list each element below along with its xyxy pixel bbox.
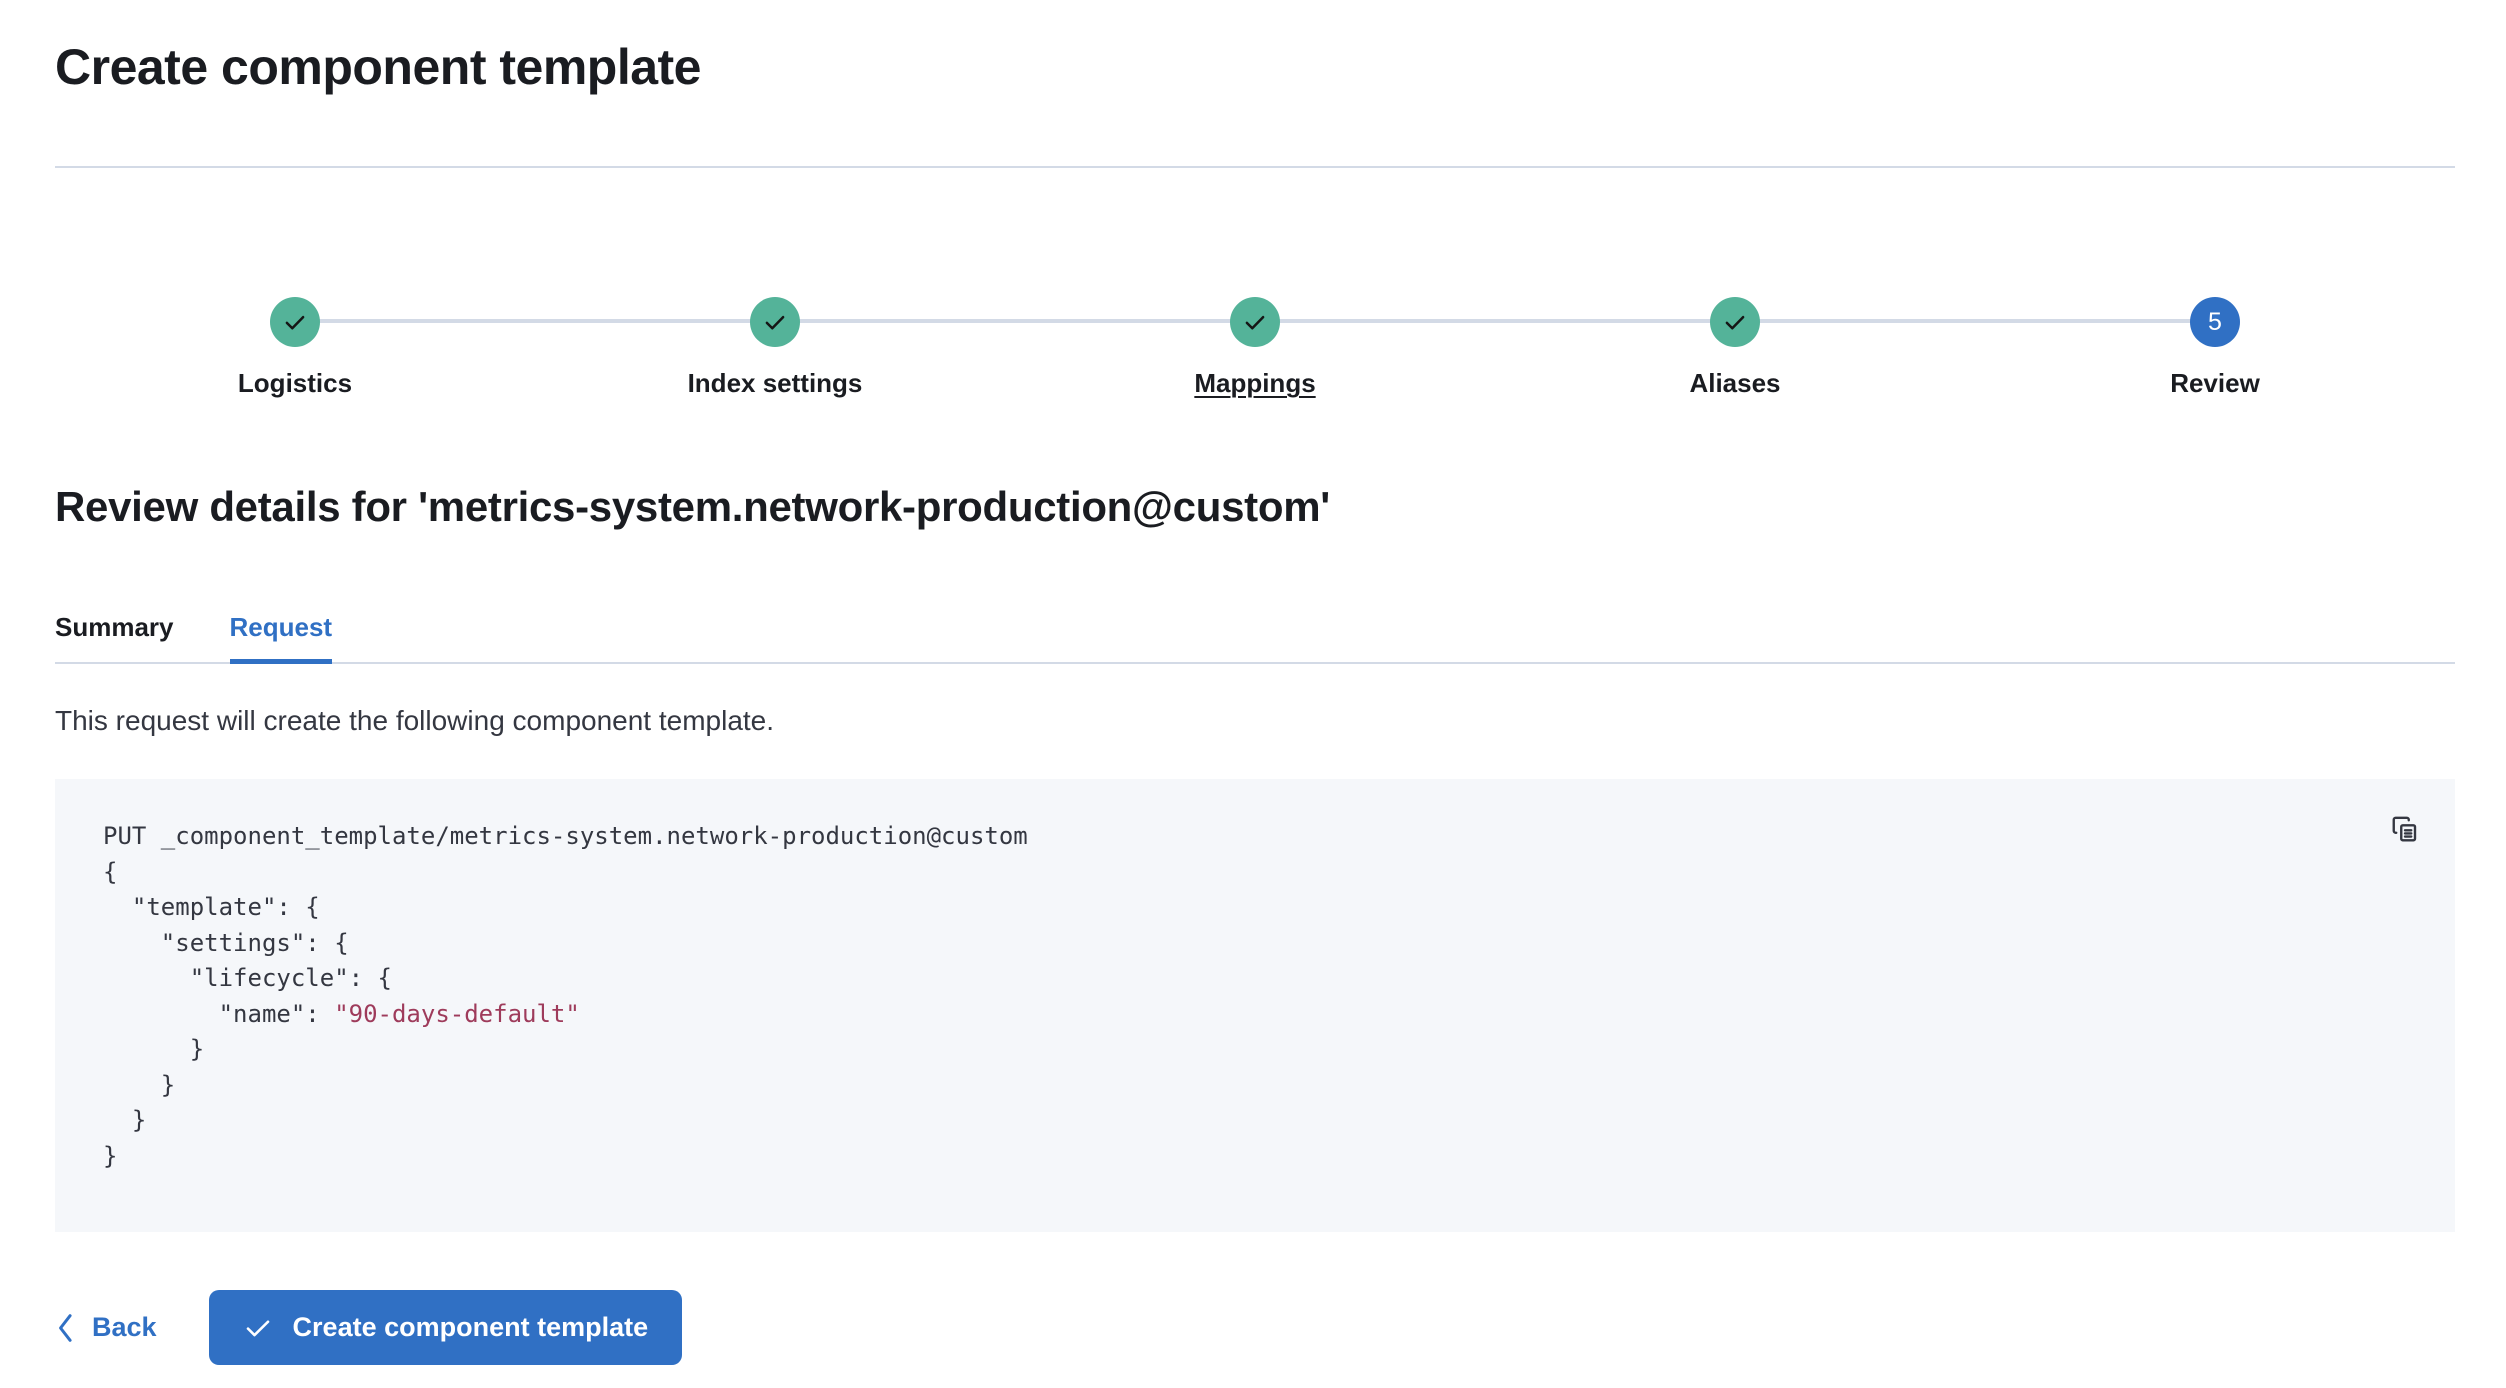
check-icon-glyph bbox=[246, 1319, 269, 1336]
stepper-circle-complete bbox=[1710, 297, 1760, 347]
stepper-circle-complete bbox=[1230, 297, 1280, 347]
check-icon bbox=[765, 315, 785, 330]
stepper-circle-complete bbox=[750, 297, 800, 347]
back-button-label: Back bbox=[92, 1312, 157, 1342]
stepper-label-index-settings[interactable]: Index settings bbox=[687, 368, 863, 398]
check-icon bbox=[1725, 315, 1745, 330]
stepper-connector bbox=[295, 319, 775, 323]
review-tabs: Summary Request bbox=[55, 592, 2455, 664]
create-component-template-button-label: Create component template bbox=[292, 1312, 649, 1342]
request-description: This request will create the following c… bbox=[55, 705, 775, 736]
tab-summary[interactable]: Summary bbox=[55, 592, 174, 662]
copy-icon-glyph bbox=[2392, 816, 2417, 842]
stepper-label-review[interactable]: Review bbox=[2170, 368, 2260, 398]
check-icon bbox=[243, 1313, 273, 1343]
stepper-connector bbox=[1255, 319, 1735, 323]
stepper-step-index-settings[interactable]: Index settings bbox=[535, 297, 1255, 399]
stepper-step-aliases[interactable]: Aliases bbox=[1495, 297, 2215, 399]
check-icon bbox=[1245, 315, 1265, 330]
stepper-connector bbox=[1735, 319, 2215, 323]
stepper-step-mappings[interactable]: Mappings bbox=[1015, 297, 1735, 399]
stepper-label-mappings[interactable]: Mappings bbox=[1194, 368, 1316, 398]
footer-actions: Back Create component template bbox=[55, 1290, 683, 1365]
stepper-circle-complete bbox=[270, 297, 320, 347]
tab-request[interactable]: Request bbox=[229, 592, 332, 664]
request-code-block: PUT _component_template/metrics-system.n… bbox=[55, 779, 2455, 1232]
header-divider bbox=[55, 166, 2455, 168]
check-icon bbox=[285, 315, 305, 330]
page-title: Create component template bbox=[55, 39, 701, 95]
stepper-step-logistics[interactable]: Logistics bbox=[55, 297, 775, 399]
chevron-left-icon bbox=[55, 1313, 77, 1343]
chevron-left-icon-glyph bbox=[59, 1313, 72, 1342]
stepper-label-aliases[interactable]: Aliases bbox=[1689, 368, 1781, 398]
request-code: PUT _component_template/metrics-system.n… bbox=[103, 822, 1028, 1170]
stepper-connector bbox=[775, 319, 1255, 323]
back-button[interactable]: Back bbox=[55, 1312, 157, 1343]
stepper-label-logistics[interactable]: Logistics bbox=[237, 368, 353, 398]
code-string: "90-days-default" bbox=[334, 999, 580, 1028]
copy-icon[interactable] bbox=[2383, 807, 2427, 851]
stepper-circle-current: 5 bbox=[2190, 297, 2240, 347]
create-component-template-button[interactable]: Create component template bbox=[208, 1290, 683, 1365]
review-details-heading: Review details for 'metrics-system.netwo… bbox=[55, 483, 1330, 530]
